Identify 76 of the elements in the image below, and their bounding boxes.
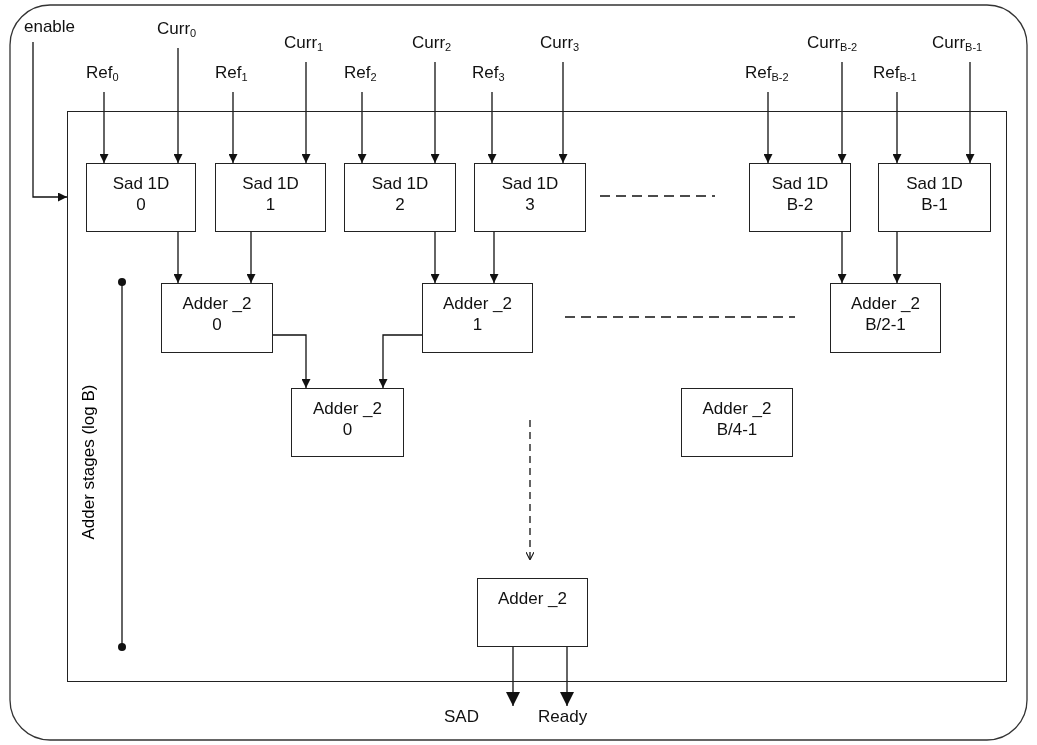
module-index: B-1 xyxy=(921,194,948,215)
module-name: Sad 1D xyxy=(371,173,429,194)
signal-label: Curr$_{3}$ xyxy=(540,33,580,52)
arrow xyxy=(837,61,847,164)
arrow xyxy=(272,334,311,389)
module-name: Sad 1D xyxy=(906,173,963,194)
arrow xyxy=(892,91,902,164)
module-box xyxy=(344,163,456,232)
signal-label: Ref$_{B-1}$ xyxy=(873,63,917,82)
signal-label: enable xyxy=(24,17,76,36)
module-box xyxy=(681,388,793,457)
arrow xyxy=(763,91,773,164)
module-name: Adder _2 xyxy=(702,398,772,419)
arrow xyxy=(173,47,183,164)
arrow xyxy=(837,231,847,284)
module-index: 0 xyxy=(212,314,222,335)
arrow xyxy=(32,41,68,202)
arrow xyxy=(173,231,183,284)
module-name: Sad 1D xyxy=(112,173,170,194)
signal-label: Curr$_{B-2}$ xyxy=(807,33,858,52)
signal-label: Curr$_{0}$ xyxy=(157,19,197,38)
arrow xyxy=(301,61,311,164)
signal-label: Curr$_{1}$ xyxy=(284,33,324,52)
module-box xyxy=(878,163,991,232)
signal-label: Curr$_{B-1}$ xyxy=(932,33,983,52)
module-index: 2 xyxy=(395,194,405,215)
signal-label: Ref$_{1}$ xyxy=(215,63,248,82)
arrow xyxy=(487,91,497,164)
module-name: Sad 1D xyxy=(242,173,299,194)
signal-label: Ref$_{2}$ xyxy=(344,63,377,82)
arrow xyxy=(99,91,109,164)
signal-label: SAD xyxy=(444,707,479,726)
module-box xyxy=(749,163,851,232)
module-index: B-2 xyxy=(786,194,814,215)
module-index: 0 xyxy=(342,419,353,440)
arrow xyxy=(430,231,440,284)
module-name: Sad 1D xyxy=(501,173,559,194)
module-box xyxy=(161,283,273,353)
arrow xyxy=(246,231,256,284)
arrow xyxy=(560,646,574,707)
module-box xyxy=(422,283,533,353)
signal-label: Ready xyxy=(538,707,588,726)
module-name: Sad 1D xyxy=(771,173,829,194)
module-name: Adder _2 xyxy=(498,588,567,609)
module-box xyxy=(86,163,196,232)
module-index: B/4-1 xyxy=(716,419,758,440)
signal-label: Curr$_{2}$ xyxy=(412,33,452,52)
module-index: 0 xyxy=(136,194,146,215)
module-box xyxy=(477,578,588,647)
arrow xyxy=(357,91,367,164)
module-name: Adder _2 xyxy=(313,398,382,419)
module-box xyxy=(830,283,941,353)
module-index: 1 xyxy=(265,194,276,215)
arrow xyxy=(965,61,975,164)
stage-label: Adder stages (log B) xyxy=(79,384,99,540)
arrow xyxy=(506,646,520,707)
module-index: B/2-1 xyxy=(865,314,906,335)
arrow xyxy=(892,231,902,284)
arrow xyxy=(378,334,423,389)
module-name: Adder _2 xyxy=(443,293,512,314)
arrow xyxy=(430,61,440,164)
module-box xyxy=(291,388,404,457)
module-index: 3 xyxy=(525,194,535,215)
arrow xyxy=(558,61,568,164)
module-box xyxy=(215,163,326,232)
module-box xyxy=(474,163,586,232)
module-block xyxy=(67,111,1007,682)
signal-label: Ref$_{B-2}$ xyxy=(745,63,789,82)
module-name: Adder _2 xyxy=(182,293,252,314)
module-index: 1 xyxy=(472,314,483,335)
dashed-arrow xyxy=(525,419,535,561)
signal-label: Ref$_{0}$ xyxy=(86,63,119,82)
arrow xyxy=(489,231,499,284)
arrow xyxy=(228,91,238,164)
module-name: Adder _2 xyxy=(851,293,920,314)
signal-label: Ref$_{3}$ xyxy=(472,63,505,82)
